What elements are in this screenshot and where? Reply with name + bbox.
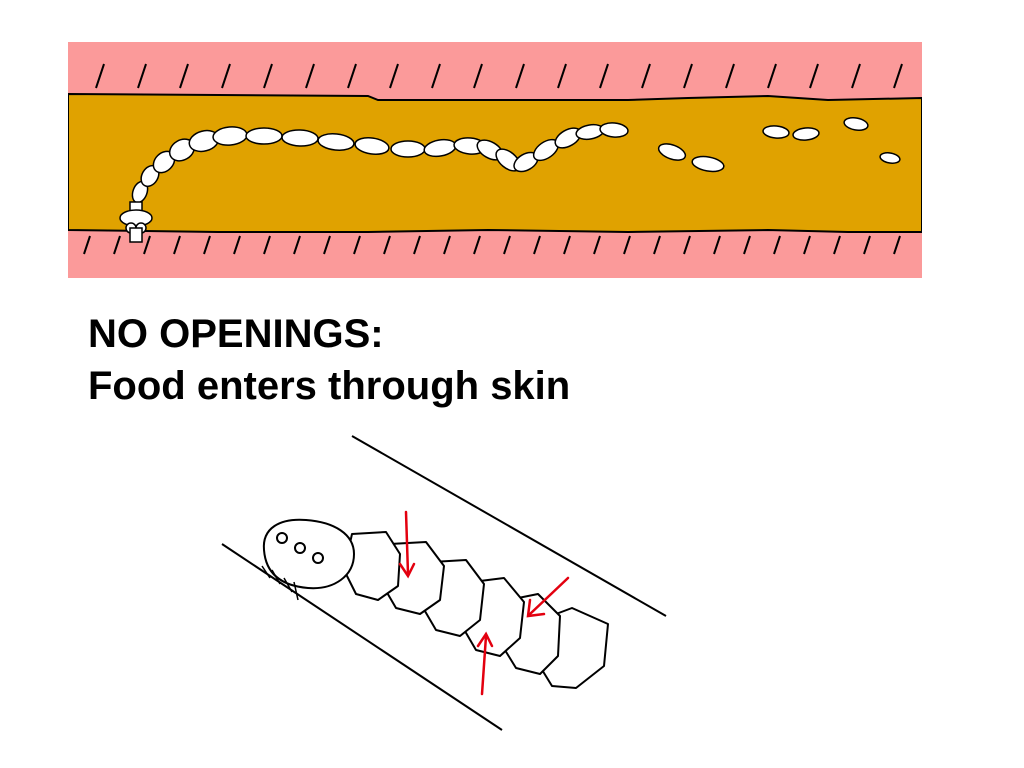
tapeworm-in-intestine-illustration: [68, 42, 922, 278]
villus-mark: [83, 235, 91, 255]
villus-mark: [173, 235, 181, 255]
tapeworm-body: [131, 116, 901, 204]
tapeworm-scolex: [119, 201, 153, 243]
villus-mark: [203, 235, 211, 255]
villus-mark: [557, 63, 567, 89]
villus-mark: [725, 63, 735, 89]
villus-mark: [851, 63, 861, 89]
caption-subheading: Food enters through skin: [88, 364, 571, 408]
villus-mark: [515, 63, 525, 89]
villus-mark: [389, 63, 399, 89]
villus-mark: [473, 235, 481, 255]
villus-mark: [683, 235, 691, 255]
down-arrow-icon: [404, 510, 410, 576]
up-arrow-icon: [480, 634, 488, 696]
intestine-wall-villi-top: [95, 63, 903, 89]
villus-mark: [413, 235, 421, 255]
villus-mark: [641, 63, 651, 89]
villus-mark: [713, 235, 721, 255]
villus-mark: [95, 63, 105, 89]
villus-mark: [179, 63, 189, 89]
villus-mark: [323, 235, 331, 255]
worm-eye-icon: [312, 552, 324, 564]
worm-eye-icon: [294, 542, 306, 554]
villus-mark: [293, 235, 301, 255]
worm-segments: [343, 531, 609, 689]
villus-mark: [383, 235, 391, 255]
intestine-wall-upper: [351, 435, 667, 617]
villus-mark: [593, 235, 601, 255]
villus-mark: [347, 63, 357, 89]
villus-mark: [743, 235, 751, 255]
villus-mark: [773, 235, 781, 255]
villus-mark: [305, 63, 315, 89]
absorption-arrows: [398, 510, 570, 696]
villus-mark: [623, 235, 631, 255]
worm-hooks: [261, 565, 299, 601]
villus-mark: [443, 235, 451, 255]
villus-mark: [221, 63, 231, 89]
villus-mark: [833, 235, 841, 255]
villus-mark: [137, 63, 147, 89]
villus-mark: [353, 235, 361, 255]
worm-eye-icon: [276, 532, 288, 544]
villus-mark: [893, 63, 903, 89]
villus-mark: [767, 63, 777, 89]
villus-mark: [431, 63, 441, 89]
villus-mark: [263, 235, 271, 255]
villus-mark: [503, 235, 511, 255]
villus-mark: [863, 235, 871, 255]
villus-mark: [599, 63, 609, 89]
intestine-lumen: [68, 92, 922, 234]
villus-mark: [263, 63, 273, 89]
villus-mark: [653, 235, 661, 255]
villus-mark: [233, 235, 241, 255]
villus-mark: [533, 235, 541, 255]
villus-mark: [809, 63, 819, 89]
villus-mark: [143, 235, 151, 255]
caption-heading: NO OPENINGS:: [88, 312, 384, 356]
villus-mark: [893, 235, 901, 255]
tapeworm-segments-illustration: [221, 435, 667, 731]
villus-mark: [473, 63, 483, 89]
villus-mark: [683, 63, 693, 89]
worm-head: [261, 518, 356, 601]
villus-mark: [803, 235, 811, 255]
slide-caption: NO OPENINGS: Food enters through skin: [88, 308, 570, 412]
villus-mark: [113, 235, 121, 255]
diagonal-arrow-icon: [528, 576, 570, 616]
intestine-wall-villi-bottom: [83, 235, 901, 255]
villus-mark: [563, 235, 571, 255]
